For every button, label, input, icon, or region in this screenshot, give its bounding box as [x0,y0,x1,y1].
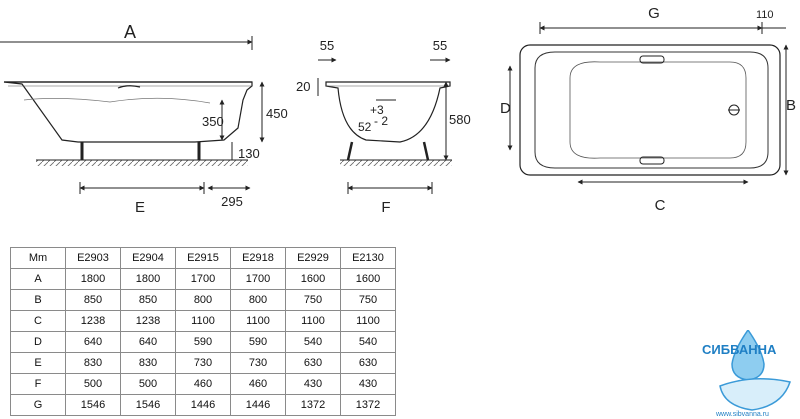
table-cell: 730 [175,352,231,374]
table-cell: 850 [120,289,176,311]
table-cell: 1800 [65,268,121,290]
row-label: G [10,394,66,416]
row-label: D [10,331,66,353]
dim-g-label: G [648,5,660,22]
dim-left-top-label: 55 [320,38,334,53]
technical-drawing: A 350 450 130 E 295 55 55 20 [0,5,796,216]
table-cell: 640 [65,331,121,353]
table-cell: 1546 [65,394,121,416]
end-tub-body [325,81,451,143]
table-cell: 750 [340,289,396,311]
table-cell: 590 [230,331,286,353]
header-cell: E2130 [340,247,396,269]
table-cell: 1446 [230,394,286,416]
sibvanna-logo: СИБВАННА www.sibvanna.ru [702,330,791,418]
side-floor [36,160,248,166]
table-cell: 590 [175,331,231,353]
table-cell: 1100 [230,310,286,332]
dim-base-label: 52 [358,120,372,134]
header-cell: E2903 [65,247,121,269]
dim-end-height-label: 580 [449,112,471,127]
header-cell: E2904 [120,247,176,269]
dim-leg-label: 130 [238,146,260,161]
top-view: G 110 D B C [500,5,796,214]
table-cell: 500 [65,373,121,395]
dim-b-label: B [786,97,796,114]
dim-a-label: A [124,22,136,42]
row-label: F [10,373,66,395]
logo-url: www.sibvanna.ru [715,411,769,418]
row-label: C [10,310,66,332]
row-label: B [10,289,66,311]
dim-depth-label: 350 [202,114,224,129]
table-cell: 640 [120,331,176,353]
header-row: Mm E2903 E2904 E2915 E2918 E2929 E2130 [10,247,396,269]
corner-cell: Mm [10,247,66,269]
dim-c-label: C [655,197,666,214]
table-cell: 1372 [285,394,341,416]
row-label: E [10,352,66,374]
logo-text: СИБВАННА [702,342,777,357]
table-cell: 630 [340,352,396,374]
table-cell: 1600 [285,268,341,290]
table-cell: 460 [230,373,286,395]
dim-minus-label: - 2 [374,114,388,128]
table-cell: 850 [65,289,121,311]
table-cell: 1238 [120,310,176,332]
table-cell: 730 [230,352,286,374]
table-cell: 830 [120,352,176,374]
table-cell: 1100 [175,310,231,332]
table-cell: 1238 [65,310,121,332]
dim-right-top-label: 55 [433,38,447,53]
end-view: 55 55 20 +3 52 - 2 580 F [296,38,471,216]
table-cell: 1546 [120,394,176,416]
dim-height-label: 450 [266,106,288,121]
dim-a: A [0,22,253,50]
table-cell: 800 [230,289,286,311]
spec-table: Mm E2903 E2904 E2915 E2918 E2929 E2130 A… [10,247,396,416]
side-view: A 350 450 130 E 295 [0,22,288,216]
dim-f-label: F [381,199,390,216]
dim-d-label: D [500,100,511,117]
row-label: A [10,268,66,290]
dim-top-offset-label: 110 [756,9,774,21]
table-cell: 630 [285,352,341,374]
top-tub-basin [534,51,769,169]
table-cell: 800 [175,289,231,311]
header-cell: E2929 [285,247,341,269]
table-cell: 430 [340,373,396,395]
dim-rim-label: 20 [296,79,310,94]
table-cell: 1800 [120,268,176,290]
side-tub-body [3,81,253,143]
table-cell: 1446 [175,394,231,416]
table-cell: 750 [285,289,341,311]
dim-offset-label: 295 [221,194,243,209]
header-cell: E2918 [230,247,286,269]
header-cell: E2915 [175,247,231,269]
table-cell: 1372 [340,394,396,416]
table-cell: 1700 [175,268,231,290]
top-tub-outline [519,44,781,176]
table-cell: 1100 [340,310,396,332]
table-cell: 540 [340,331,396,353]
table-cell: 430 [285,373,341,395]
table-cell: 540 [285,331,341,353]
table-cell: 500 [120,373,176,395]
dim-plus-label: +3 [370,103,384,117]
table-cell: 1700 [230,268,286,290]
dim-e-label: E [135,199,145,216]
table-cell: 460 [175,373,231,395]
table-cell: 1600 [340,268,396,290]
table-cell: 830 [65,352,121,374]
table-cell: 1100 [285,310,341,332]
